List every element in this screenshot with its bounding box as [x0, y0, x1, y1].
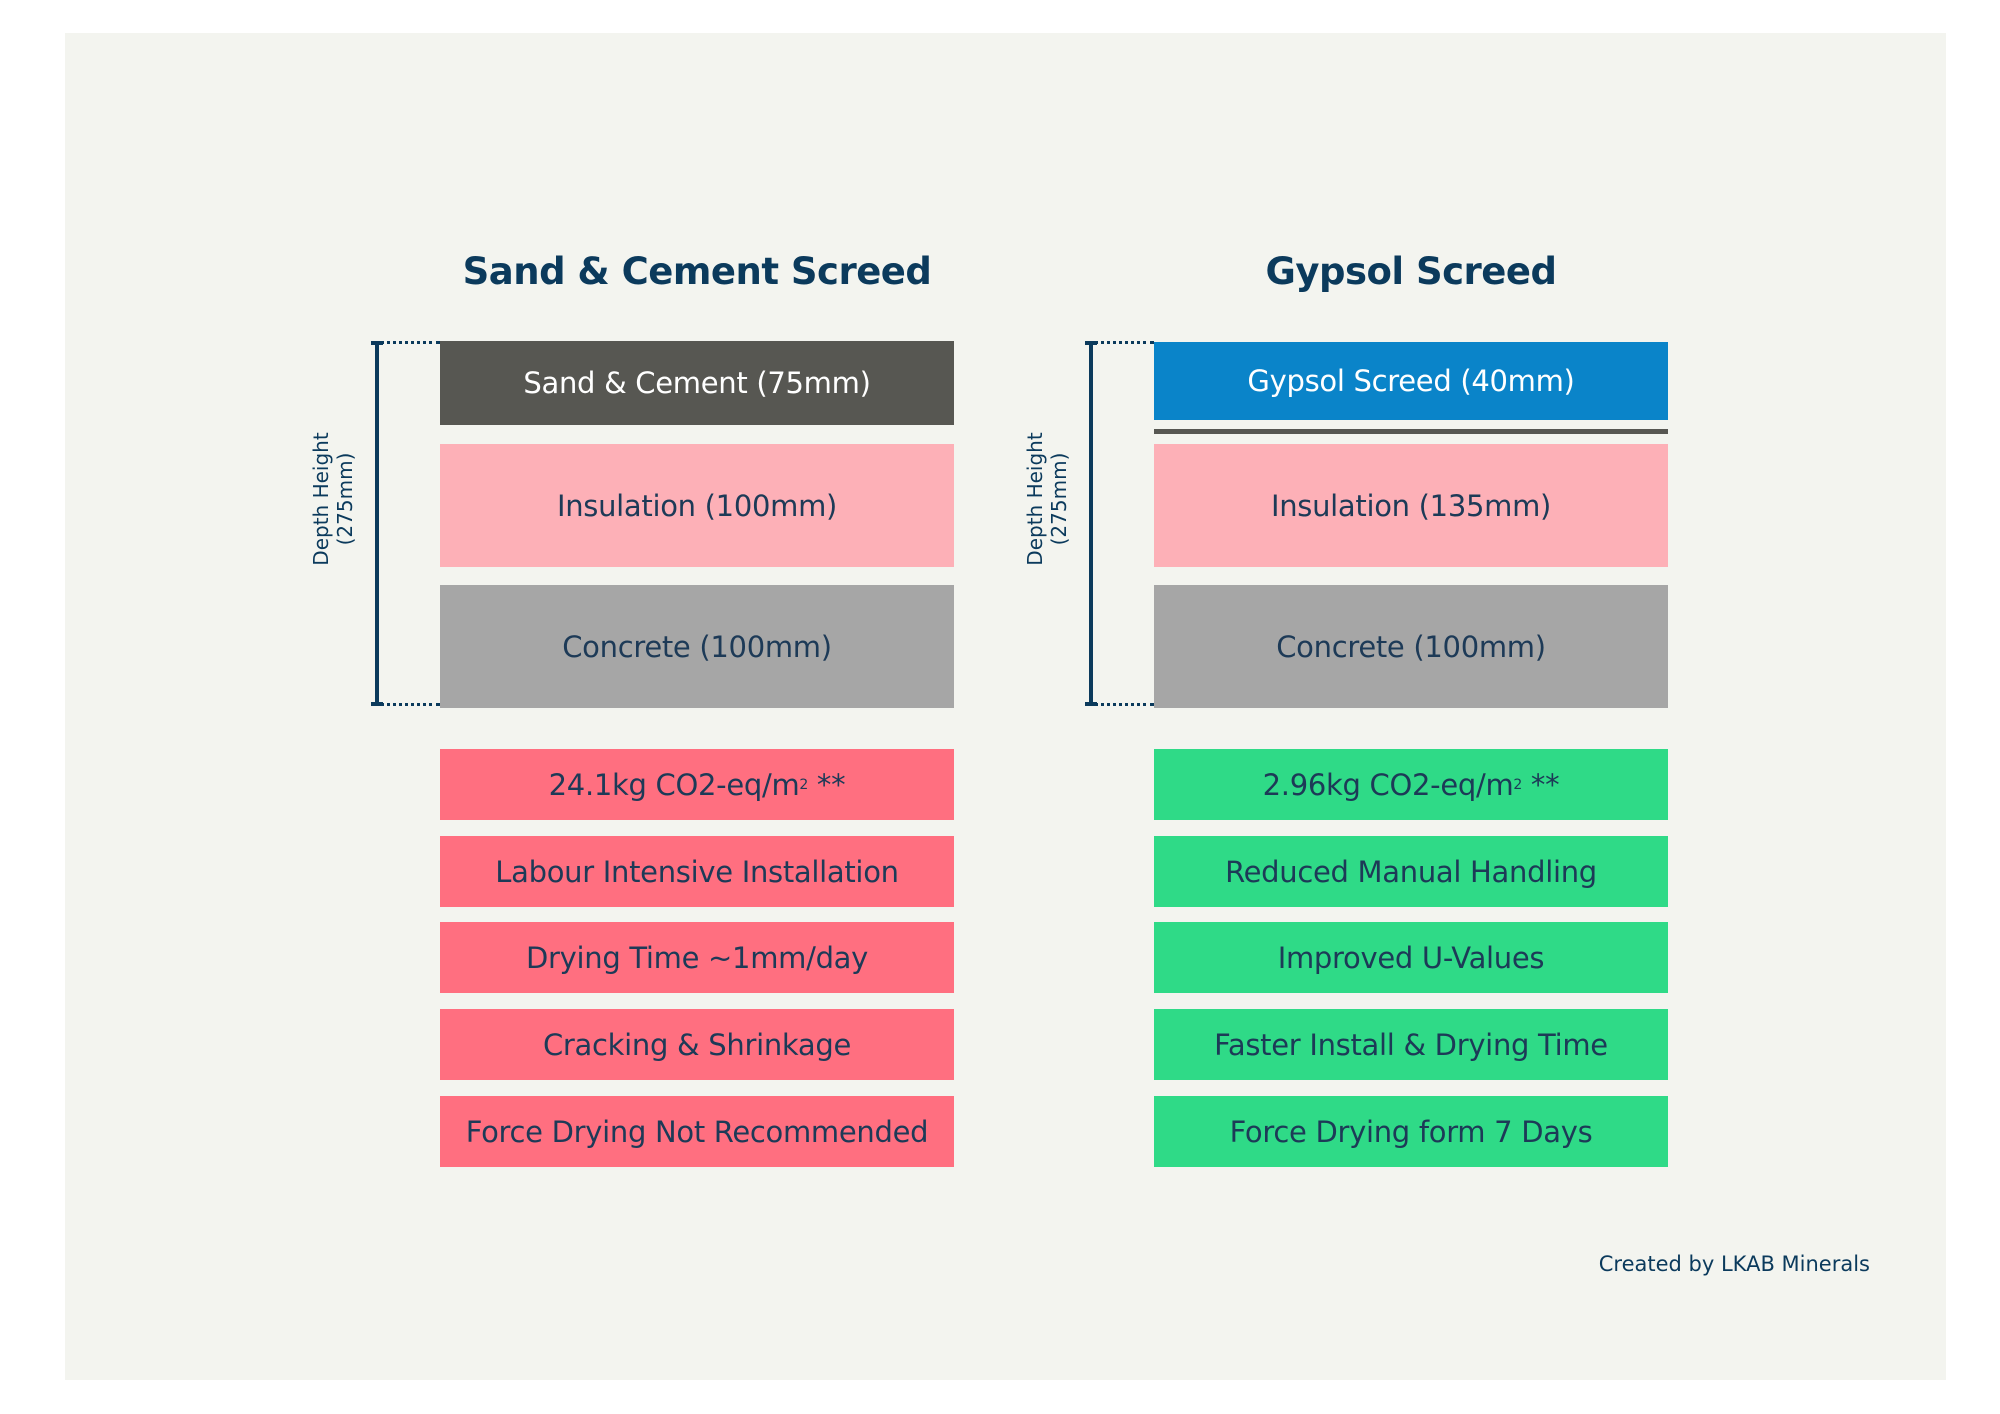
gypsol-title: Gypsol Screed — [1265, 250, 1557, 293]
concrete-layer-right: Concrete (100mm) — [1154, 585, 1668, 708]
co2-footnote-marker: ** — [1522, 767, 1560, 802]
attribute-left-2: Drying Time ~1mm/day — [440, 922, 954, 993]
depth-bracket-right — [1089, 341, 1093, 704]
depth-height-label-left: Depth Height (275mm) — [309, 369, 357, 629]
co2-unit-superscript: 2 — [1513, 776, 1523, 793]
attribute-right-4: Force Drying form 7 Days — [1154, 1096, 1668, 1167]
sand-cement-layer: Sand & Cement (75mm) — [440, 341, 954, 425]
depth-height-text: Depth Height — [309, 432, 333, 566]
concrete-layer-left: Concrete (100mm) — [440, 585, 954, 708]
depth-height-label-right: Depth Height (275mm) — [1023, 369, 1071, 629]
membrane-layer — [1154, 429, 1668, 434]
depth-height-value: (275mm) — [1047, 452, 1071, 546]
depth-height-value: (275mm) — [333, 452, 357, 546]
co2-value: 2.96kg CO2-eq/m — [1262, 767, 1514, 802]
depth-guide-right-top — [1094, 341, 1154, 344]
sand-cement-title: Sand & Cement Screed — [462, 250, 932, 293]
depth-bracket-left-bottom-cap — [371, 702, 383, 706]
depth-bracket-right-top-cap — [1085, 341, 1097, 345]
co2-footnote-marker: ** — [808, 767, 846, 802]
insulation-layer-right: Insulation (135mm) — [1154, 444, 1668, 567]
attribute-right-3: Faster Install & Drying Time — [1154, 1009, 1668, 1080]
depth-height-text: Depth Height — [1023, 432, 1047, 566]
attribute-left-1: Labour Intensive Installation — [440, 836, 954, 907]
co2-unit-superscript: 2 — [799, 776, 809, 793]
depth-guide-left-top — [380, 341, 440, 344]
depth-bracket-right-bottom-cap — [1085, 702, 1097, 706]
depth-guide-left-bottom — [380, 703, 440, 706]
credit-text: Created by LKAB Minerals — [1598, 1252, 1870, 1276]
co2-value: 24.1kg CO2-eq/m — [548, 767, 800, 802]
insulation-layer-left: Insulation (100mm) — [440, 444, 954, 567]
attribute-left-3: Cracking & Shrinkage — [440, 1009, 954, 1080]
attribute-left-4: Force Drying Not Recommended — [440, 1096, 954, 1167]
depth-bracket-left — [375, 341, 379, 704]
gypsol-screed-layer: Gypsol Screed (40mm) — [1154, 342, 1668, 420]
depth-guide-right-bottom — [1094, 703, 1154, 706]
attribute-right-2: Improved U-Values — [1154, 922, 1668, 993]
attribute-right-1: Reduced Manual Handling — [1154, 836, 1668, 907]
depth-bracket-left-top-cap — [371, 341, 383, 345]
